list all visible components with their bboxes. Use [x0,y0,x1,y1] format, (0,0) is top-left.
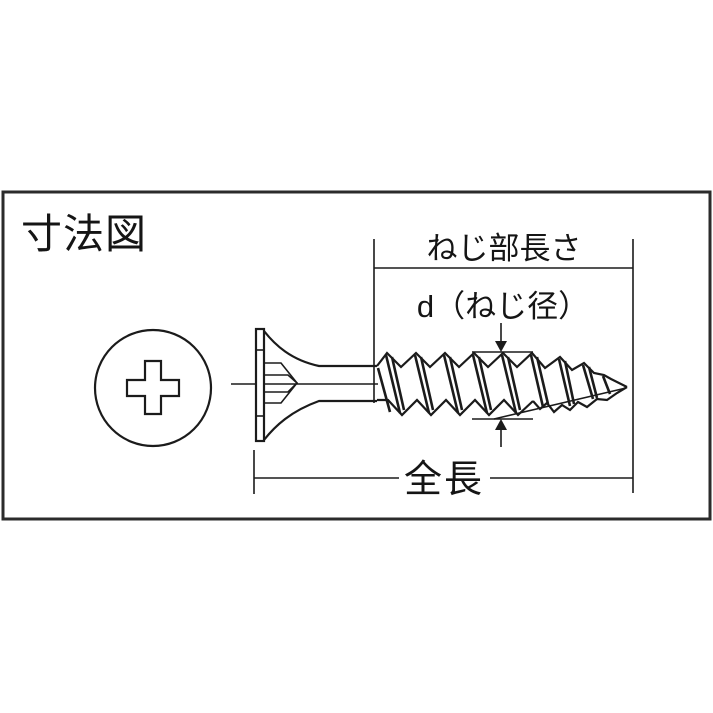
thread-length-label: ねじ部長さ [427,231,582,266]
total-length-dimension: 全長 [253,450,633,501]
thread-hatching [376,354,612,414]
point-flute-line [493,387,627,420]
point-serration [532,386,628,414]
arrow-down-icon [495,323,507,352]
arrow-up-icon [495,419,507,447]
thread-length-dimension: ねじ部長さ [373,231,634,493]
recess-inner-profile [264,374,299,393]
total-length-label: 全長 [404,459,484,501]
phillips-cross-icon [125,359,181,416]
diagram-title: 寸法図 [21,211,147,257]
thread-diameter-label: d（ねじ径） [417,289,589,324]
screw-side-view [231,327,628,443]
head-flare-top [263,330,377,368]
head-flare-bottom [263,399,377,441]
screw-front-view [93,328,213,448]
head-back-plate [254,327,266,443]
